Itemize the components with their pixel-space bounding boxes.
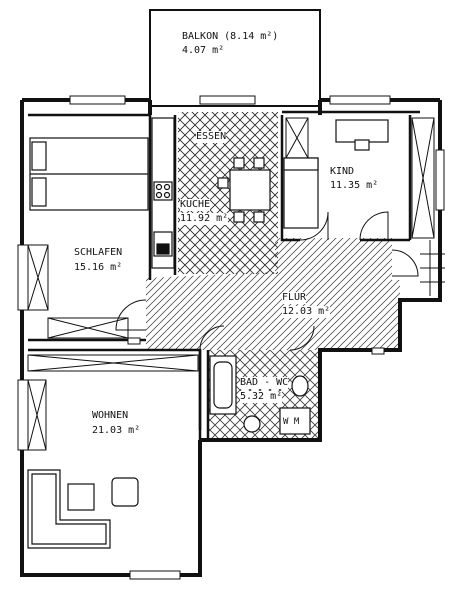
dining-table [217,157,271,223]
balcony-outline [149,9,321,107]
flur-area-label: 12.03 m² [282,306,331,318]
balkon-name-label: BALKON (8.14 m²) [182,31,279,42]
wohnen-name-label: WOHNEN [92,410,129,421]
kind-area-label: 11.35 m² [330,180,379,191]
kueche-name-label: KÜCHE [180,199,211,211]
washing-machine-label: W M [283,416,300,428]
double-bed [29,137,149,211]
wohnen-area-label: 21.03 m² [92,425,141,436]
flur-hatch [146,238,400,350]
stair-grid [420,240,445,296]
bad-area-label: 5.32 m² [240,391,283,403]
living-furniture [27,469,139,549]
kueche-area-label: 11.92 m² [180,213,229,225]
inner-walls [28,110,420,440]
kitchen-units [151,117,175,269]
doors [115,211,419,355]
schlafen-area-label: 15.16 m² [74,262,123,273]
kind-name-label: KIND [330,166,355,177]
bath-fixtures [209,355,311,435]
balkon-area-label: 4.07 m² [182,45,225,56]
bad-name-label: BAD - WC [240,377,289,389]
wardrobes [27,117,435,451]
flur-name-label: FLUR [282,292,307,304]
essen-name-label: ESSEN [196,131,227,143]
schlafen-name-label: SCHLAFEN [74,247,123,258]
kind-furniture [283,119,389,229]
